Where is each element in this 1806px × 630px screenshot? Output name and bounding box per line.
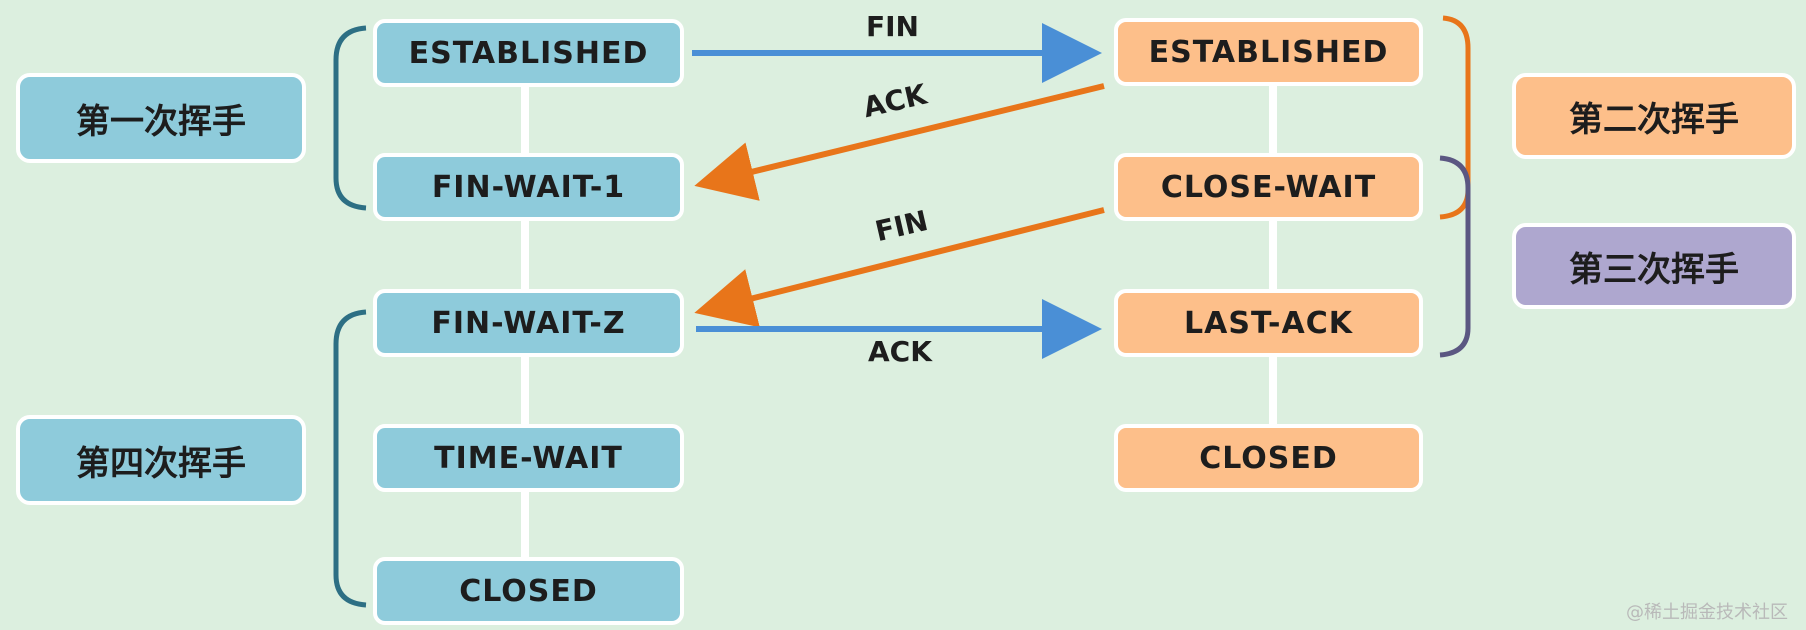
client-state-closed: CLOSED <box>373 557 684 625</box>
label-first-wave: 第一次挥手 <box>16 73 306 163</box>
client-state-time-wait: TIME-WAIT <box>373 424 684 492</box>
bracket-third <box>1439 155 1471 358</box>
message-ack-2: ACK <box>868 335 932 368</box>
label-second-wave: 第二次挥手 <box>1512 73 1796 159</box>
watermark: @稀土掘金技术社区 <box>1626 602 1788 623</box>
server-state-close-wait: CLOSE-WAIT <box>1114 153 1423 221</box>
message-fin-1: FIN <box>866 10 919 43</box>
label-fourth-wave: 第四次挥手 <box>16 415 306 505</box>
server-state-established: ESTABLISHED <box>1114 18 1423 86</box>
arrow-fin-2 <box>694 207 1105 328</box>
arrow-ack-1 <box>694 83 1105 201</box>
server-state-closed: CLOSED <box>1114 424 1423 492</box>
client-state-established: ESTABLISHED <box>373 19 684 87</box>
label-third-wave: 第三次挥手 <box>1512 223 1796 309</box>
server-state-last-ack: LAST-ACK <box>1114 289 1423 357</box>
bracket-fourth <box>333 309 367 608</box>
client-state-fin-wait-1: FIN-WAIT-1 <box>373 153 684 221</box>
bracket-first <box>333 25 367 211</box>
bracket-second <box>1439 15 1471 220</box>
client-state-fin-wait-2: FIN-WAIT-Z <box>373 289 684 357</box>
